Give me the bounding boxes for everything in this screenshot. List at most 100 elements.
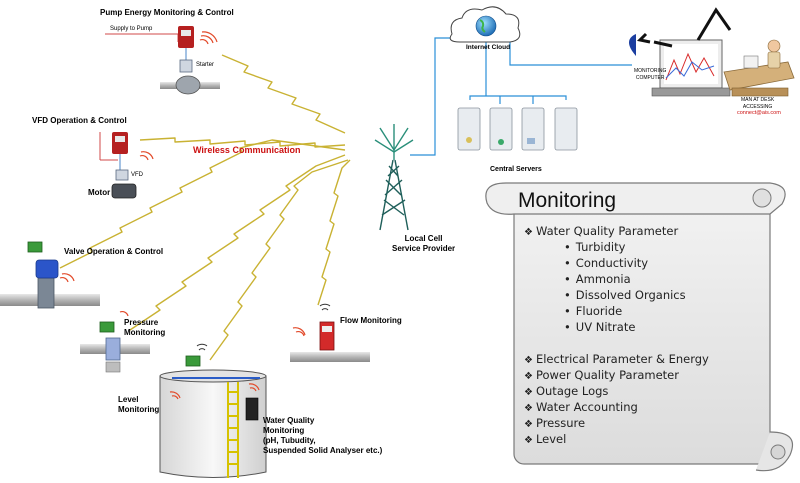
bullet-dot-icon: • (564, 320, 571, 334)
local-cell-label: Local Cell Service Provider (392, 234, 455, 254)
parameter-text: Outage Logs (535, 384, 609, 398)
central-servers-label: Central Servers (490, 166, 542, 173)
sub-parameter-item: • Dissolved Organics (564, 288, 686, 302)
monitoring-computer-icon (629, 34, 731, 97)
starter-icon (179, 59, 193, 73)
parameter-text: Fluoride (575, 304, 623, 318)
link-level (209, 159, 349, 361)
arrows (636, 7, 732, 48)
wq-line-3: (pH, Tubudity, (263, 436, 316, 445)
sub-parameter-item: • Conductivity (564, 256, 648, 270)
pump-station (105, 26, 220, 95)
bullet-dot-icon: • (564, 272, 571, 286)
wireless-label: Wireless Communication (193, 145, 301, 155)
parameter-item: ❖Water Quality Parameter (524, 224, 678, 238)
water-quality-label: Water Quality Monitoring (pH, Tubudity, … (263, 416, 382, 456)
bullet-diamond-icon: ❖ (524, 355, 533, 366)
panel-title: Monitoring (518, 189, 617, 212)
starter-label: Starter (196, 62, 215, 68)
bullet-diamond-icon: ❖ (524, 419, 533, 430)
server-4-icon (554, 107, 578, 151)
parameter-text: Level (535, 432, 567, 446)
parameter-text: Water Accounting (535, 400, 638, 414)
ladder-icon (227, 382, 239, 478)
parameter-text: Conductivity (575, 256, 649, 270)
link-vfd (139, 137, 346, 148)
bullet-diamond-icon: ❖ (524, 403, 533, 414)
wireless-links (59, 54, 351, 361)
server-1-icon (457, 107, 481, 151)
link-flow (317, 159, 351, 306)
parameter-text: Power Quality Parameter (535, 368, 679, 382)
network-lines (410, 26, 632, 156)
pump-controller-icon (178, 26, 194, 48)
parameter-text: Water Quality Parameter (535, 224, 679, 238)
wq-line-2: Monitoring (263, 426, 305, 435)
parameter-item: ❖Outage Logs (524, 384, 608, 398)
bullet-diamond-icon: ❖ (524, 371, 533, 382)
url-label: connect@ais.com (737, 110, 781, 116)
man-at-desk-label: MAN AT DESK ACCESSING (741, 97, 774, 111)
vfd-control-label: VFD Operation & Control (32, 116, 127, 125)
internet-cloud-label: Internet Cloud (466, 44, 511, 51)
supply-to-pump-label: Supply to Pump (110, 26, 153, 32)
parameter-item: ❖Water Accounting (524, 400, 638, 414)
link-pressure (129, 154, 346, 331)
parameter-item: ❖Level (524, 432, 566, 446)
flow-signal-icon (292, 327, 306, 337)
valve-body-icon (37, 277, 55, 309)
wq-line-1: Water Quality (263, 416, 315, 425)
bullet-diamond-icon: ❖ (524, 227, 533, 238)
mad-line-1: MAN AT DESK (741, 97, 775, 103)
mad-line-2: ACCESSING (742, 104, 773, 110)
pressure-transmitter-icon (99, 321, 115, 333)
pressure-signal-icon (119, 310, 129, 317)
valve-label: Valve Operation & Control (64, 247, 164, 256)
motor-label: Motor (88, 188, 111, 197)
mc-line-2: COMPUTER (635, 75, 665, 81)
water-quality-analyser-icon (245, 397, 259, 421)
valve-signal-icon (59, 273, 75, 283)
parameter-text: Turbidity (575, 240, 626, 254)
bullet-dot-icon: • (564, 304, 571, 318)
pressure-station (80, 310, 150, 373)
pump-icon (175, 75, 201, 95)
bullet-dot-icon: • (564, 240, 571, 254)
flow-label: Flow Monitoring (340, 316, 402, 325)
pump-label: Pump Energy Monitoring & Control (100, 8, 234, 17)
pump-signal-icon (199, 31, 218, 45)
flow-wifi-icon (319, 303, 331, 311)
valve-station (0, 241, 100, 309)
tank-wifi-icon (196, 343, 208, 351)
valve-transmitter-icon (27, 241, 43, 253)
level-signal-icon (169, 383, 260, 400)
parameter-text: Ammonia (575, 272, 631, 286)
bullet-diamond-icon: ❖ (524, 387, 533, 398)
bullet-dot-icon: • (564, 288, 571, 302)
link-valve (59, 139, 346, 269)
wq-line-4: Suspended Solid Analyser etc.) (263, 446, 383, 455)
sub-parameter-item: • UV Nitrate (564, 320, 635, 334)
sub-parameter-item: • Ammonia (564, 272, 631, 286)
tank-transmitter-icon (185, 355, 201, 367)
sub-parameter-item: • Turbidity (564, 240, 625, 254)
mc-line-1: MONITORING (634, 68, 667, 74)
man-at-desk-icon (723, 39, 795, 97)
pressure-label: Pressure Monitoring (124, 318, 166, 337)
link-pump (221, 54, 346, 134)
vfd-signal-icon (139, 151, 154, 161)
local-cell-line-1: Local Cell (404, 234, 443, 243)
motor-icon (111, 183, 137, 199)
valve-actuator-icon (35, 259, 59, 279)
parameter-text: UV Nitrate (575, 320, 636, 334)
sub-parameter-item: • Fluoride (564, 304, 622, 318)
server-2-icon (489, 107, 513, 151)
parameter-text: Dissolved Organics (575, 288, 686, 302)
parameter-text: Pressure (535, 416, 586, 430)
bullet-dot-icon: • (564, 256, 571, 270)
vfd-box-icon (115, 169, 129, 181)
monitoring-computer-label: MONITORING COMPUTER (634, 68, 666, 82)
vfd-station (99, 132, 154, 199)
